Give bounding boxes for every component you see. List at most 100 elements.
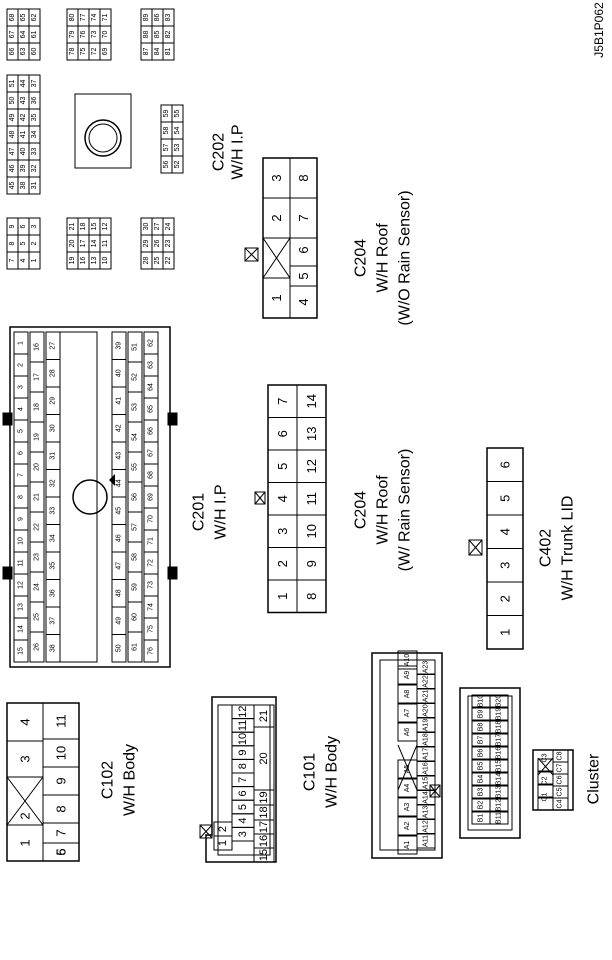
pin-cell <box>489 811 509 825</box>
pin-label: 26 <box>34 643 41 651</box>
pin-label: 18 <box>34 403 41 411</box>
pin-label: 59 <box>163 110 170 118</box>
pin-label: A15 <box>423 777 430 790</box>
pin-label: 2 <box>18 363 25 367</box>
pin-label: 6 <box>18 451 25 455</box>
pin-label: 30 <box>50 424 57 432</box>
pin-label: A9 <box>404 671 411 680</box>
pin-label: C6 <box>557 775 564 784</box>
pin-label: C2 <box>542 776 549 785</box>
pin-label: 36 <box>50 589 57 597</box>
pin-cell <box>489 707 509 721</box>
c201-outline <box>9 326 171 668</box>
pin-label: 3 <box>269 174 284 181</box>
pin-label: 3 <box>18 385 25 389</box>
pin-label: 5 <box>237 804 249 810</box>
pin-cell <box>6 217 19 236</box>
pin-label: 74 <box>148 603 155 611</box>
pin-label: 32 <box>50 479 57 487</box>
pin-label: 83 <box>165 14 172 22</box>
pin-label: 8 <box>54 805 69 812</box>
c402-code: C402 <box>538 529 555 567</box>
key-icon-line <box>199 824 213 839</box>
pin-cell <box>13 639 29 663</box>
pin-label: 55 <box>132 463 139 471</box>
pin-label: 3 <box>18 755 33 762</box>
c201-latch <box>167 412 178 426</box>
pin-label: 4 <box>18 718 33 725</box>
pin-label: 28 <box>50 369 57 377</box>
pin-label: 86 <box>154 14 161 22</box>
pin-label: B15 <box>496 760 503 773</box>
pin-label: 4 <box>237 818 249 824</box>
pin-label: 68 <box>148 471 155 479</box>
pin-label: 4 <box>275 495 290 502</box>
pin-label: 84 <box>154 48 161 56</box>
c202-key-icon <box>244 247 259 262</box>
pin-label: 48 <box>116 589 123 597</box>
pin-cell <box>66 8 79 27</box>
pin-label: 77 <box>80 14 87 22</box>
pin-label: 57 <box>132 523 139 531</box>
pin-label: 9 <box>237 750 249 756</box>
pin-cell <box>489 759 509 773</box>
pin-label: 57 <box>163 144 170 152</box>
pin-label: 5 <box>498 495 513 502</box>
pin-label: 2 <box>18 812 33 819</box>
pin-label: 50 <box>116 644 123 652</box>
pin-label: A20 <box>423 704 430 717</box>
pin-label: 11 <box>237 720 249 731</box>
pin-label: 44 <box>20 80 27 88</box>
pin-label: A6 <box>404 728 411 737</box>
pin-label: 72 <box>91 48 98 56</box>
pin-label: 1 <box>31 258 38 262</box>
pin-cell <box>489 733 509 747</box>
pin-label: 7 <box>18 473 25 477</box>
pin-label: 6 <box>20 224 27 228</box>
pin-label: 12 <box>304 459 319 473</box>
key-cross <box>537 757 554 776</box>
pin-cell <box>489 772 509 786</box>
pin-label: A16 <box>423 762 430 775</box>
pin-label: 61 <box>31 31 38 39</box>
pin-cell <box>486 447 524 482</box>
pin-label: 51 <box>9 80 16 88</box>
figure-code: J5B1P062 <box>592 2 606 58</box>
pin-label: 64 <box>20 31 27 39</box>
pin-label: 67 <box>148 449 155 457</box>
pin-label: 69 <box>148 493 155 501</box>
pin-label: 65 <box>20 14 27 22</box>
c204-key-icon <box>254 491 266 505</box>
pin-label: 80 <box>69 14 76 22</box>
pin-label: B8 <box>478 723 485 732</box>
c204a-code: C204 <box>353 239 370 277</box>
pin-label: 39 <box>116 342 123 350</box>
relay-block-d: 3132333435363738394041424344454647484950… <box>6 74 41 195</box>
pin-label: 4 <box>18 407 25 411</box>
pin-label: 29 <box>143 240 150 248</box>
pin-label: B4 <box>478 775 485 784</box>
pin-label: B10 <box>478 695 485 708</box>
pin-label: 6 <box>296 246 311 253</box>
pin-label: 8 <box>237 763 249 769</box>
pin-label: 20 <box>69 240 76 248</box>
pin-label: A3 <box>404 803 411 812</box>
pin-label: B20 <box>496 695 503 708</box>
pin-label: 66 <box>148 427 155 435</box>
c102-code: C102 <box>100 761 117 799</box>
pin-label: B16 <box>496 747 503 760</box>
pin-label: B19 <box>496 708 503 721</box>
pin-label: 75 <box>148 625 155 633</box>
pin-label: 24 <box>165 223 172 231</box>
pin-label: B14 <box>496 773 503 786</box>
pin-label: 4 <box>296 298 311 305</box>
pin-cell <box>552 749 569 763</box>
pin-label: 18 <box>80 223 87 231</box>
